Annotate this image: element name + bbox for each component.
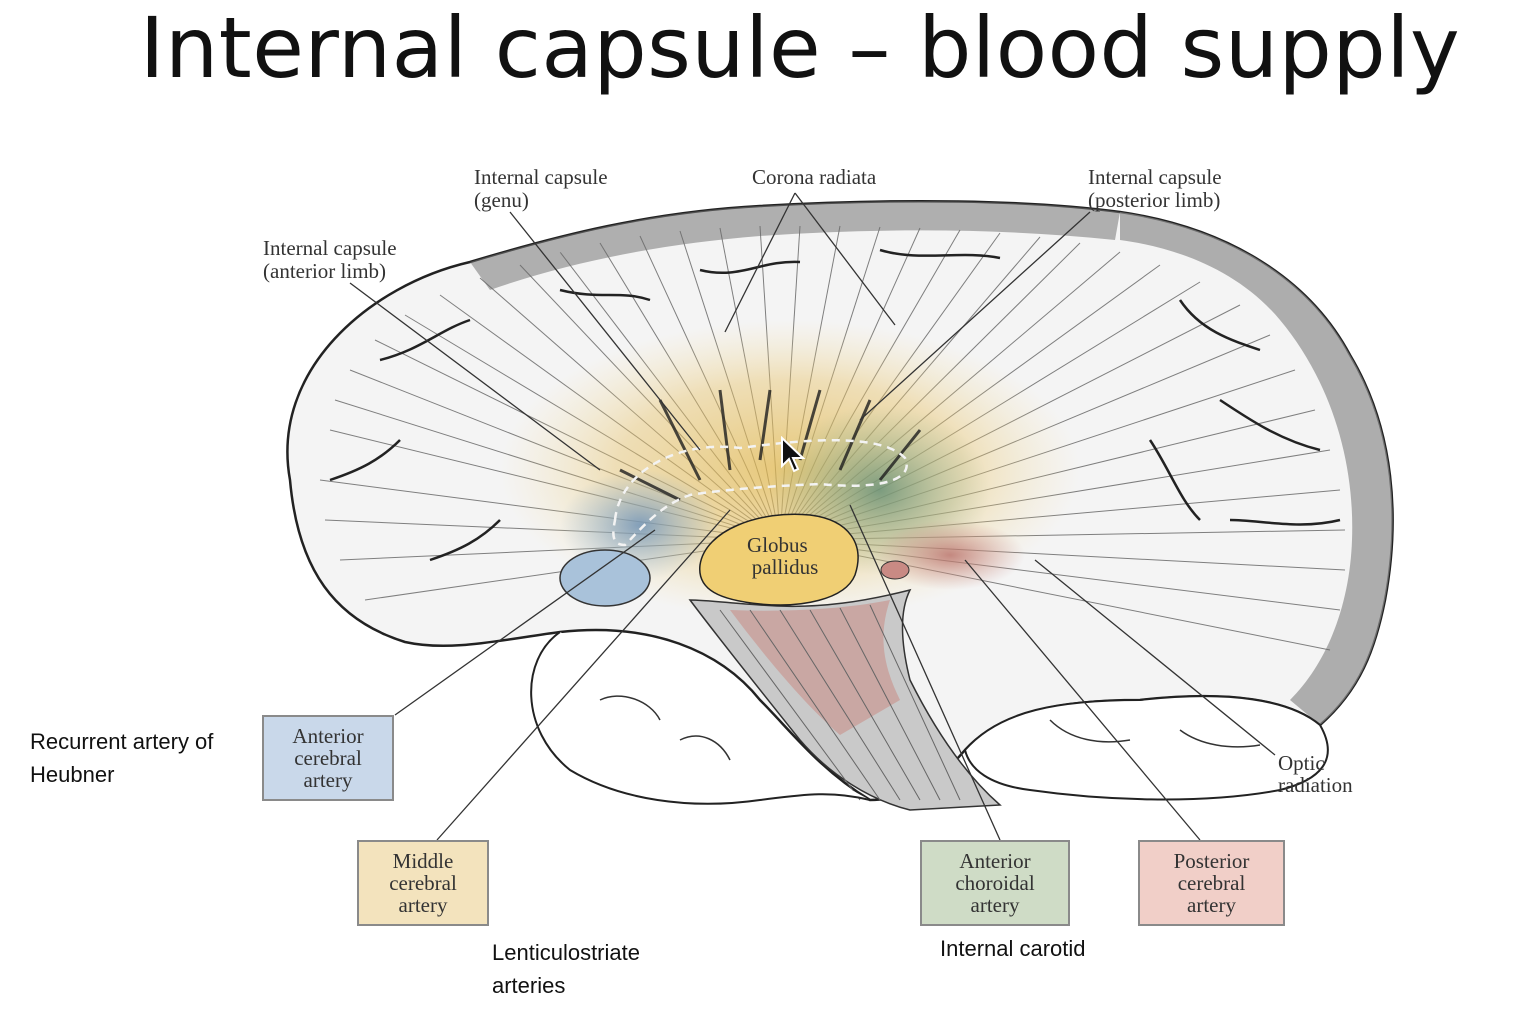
label-ic-posterior-line1: Internal capsule xyxy=(1088,165,1222,189)
label-globus-pallidus: Globus pallidus xyxy=(747,533,818,579)
lenticulostriate-line2: arteries xyxy=(492,973,566,998)
aca-line1: Anterior xyxy=(292,724,364,748)
mca-line2: cerebral xyxy=(389,871,457,895)
brainstem-fibers xyxy=(719,604,961,801)
leader-lines xyxy=(349,192,1276,841)
slide-title: Internal capsule – blood supply xyxy=(139,0,1461,97)
mca-line1: Middle xyxy=(392,849,454,873)
label-ic-anterior-line1: Internal capsule xyxy=(263,236,397,260)
pca-line1: Posterior xyxy=(1173,849,1250,873)
sulci xyxy=(329,248,1341,562)
label-optic-line2: radiation xyxy=(1278,773,1353,797)
label-optic-radiation: Optic radiation xyxy=(1278,751,1353,797)
label-ic-anterior-line2: (anterior limb) xyxy=(263,259,386,283)
pca-territory xyxy=(875,520,1025,590)
annotation-recurrent-artery: Recurrent artery of Heubner xyxy=(30,725,213,791)
globus-pallidus xyxy=(699,513,859,606)
label-optic-line1: Optic xyxy=(1278,751,1325,775)
label-ic-posterior-line2: (posterior limb) xyxy=(1088,188,1220,212)
achoa-line2: choroidal xyxy=(955,871,1035,895)
anterior-lobe-blue xyxy=(559,549,651,607)
aca-line3: artery xyxy=(303,768,353,792)
annotation-lenticulostriate: Lenticulostriate arteries xyxy=(492,936,640,1002)
capsule-dark-fibers xyxy=(619,389,922,502)
cerebellum-outline xyxy=(963,695,1329,801)
pca-line2: cerebral xyxy=(1177,871,1246,895)
label-ic-genu-line1: Internal capsule xyxy=(474,165,608,189)
annotation-internal-carotid: Internal carotid xyxy=(940,936,1086,961)
label-ic-genu: Internal capsule (genu) xyxy=(474,165,613,212)
pca-line3: artery xyxy=(1187,893,1236,917)
recurrent-line1: Recurrent artery of xyxy=(30,729,214,754)
lenticulostriate-line1: Lenticulostriate xyxy=(492,940,640,965)
internal-capsule-outline xyxy=(612,439,908,547)
label-corona-radiata: Corona radiata xyxy=(752,165,877,189)
label-ic-posterior: Internal capsule (posterior limb) xyxy=(1088,165,1227,212)
achoa-line1: Anterior xyxy=(959,849,1031,873)
mca-line3: artery xyxy=(398,893,448,917)
label-globus-line2: pallidus xyxy=(752,555,819,579)
temporal-lobe-outline xyxy=(530,631,871,805)
mouse-cursor-icon xyxy=(781,436,806,473)
label-ic-genu-line2: (genu) xyxy=(474,188,529,212)
label-ic-anterior: Internal capsule (anterior limb) xyxy=(263,236,402,283)
recurrent-line2: Heubner xyxy=(30,762,115,787)
aca-line2: cerebral xyxy=(294,746,362,770)
label-globus-line1: Globus xyxy=(747,533,808,557)
achoa-line3: artery xyxy=(970,893,1020,917)
